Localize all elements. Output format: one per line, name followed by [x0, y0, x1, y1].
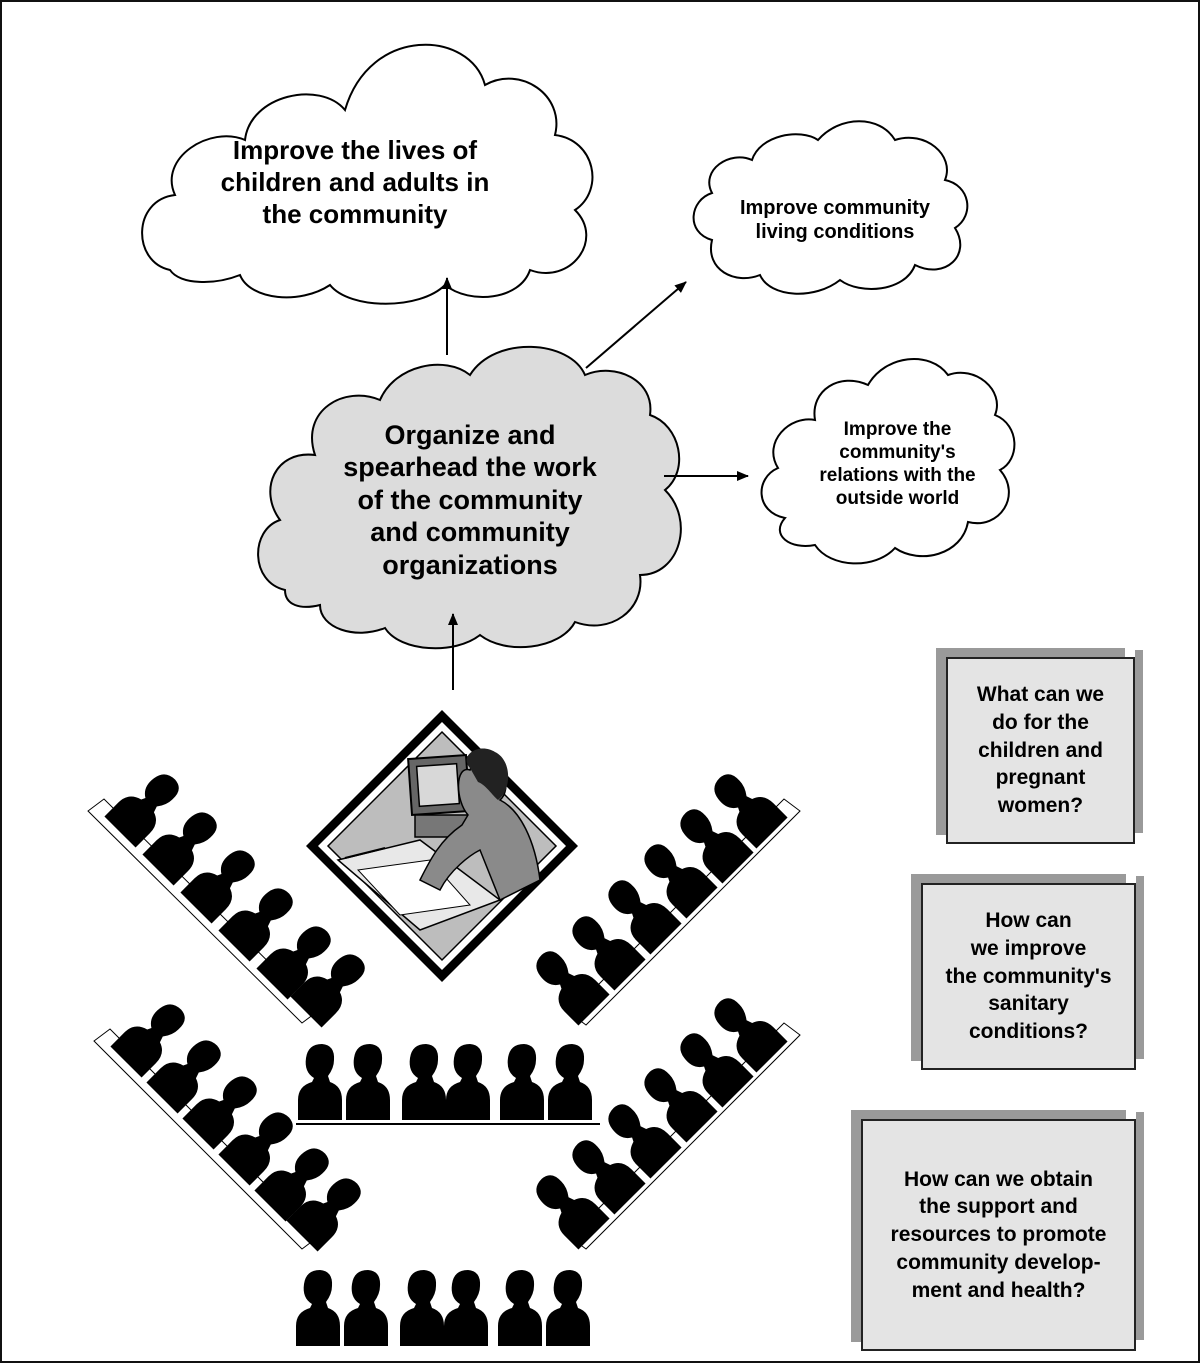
question-sanitary-text: How can we improve the community's sanit…: [945, 909, 1112, 1044]
question-support-text: How can we obtain the support and resour…: [890, 1167, 1107, 1302]
audience-upper-right: [524, 763, 801, 1026]
audience-upper-left: [87, 762, 376, 1028]
arrow-to-living: [585, 281, 687, 369]
cloud-relations: [760, 358, 1016, 565]
cloud-relations-text: Improve the community's relations with t…: [819, 419, 976, 509]
question-box-support: How can we obtain the support and resour…: [861, 1112, 1144, 1351]
cloud-lives: [141, 43, 594, 305]
question-box-children: What can we do for the children and preg…: [946, 650, 1143, 844]
audience-middle-row: [296, 1044, 600, 1125]
cloud-organize-text: Organize and spearhead the work of the c…: [343, 420, 597, 580]
cloud-lives-text: Improve the lives of children and adults…: [220, 135, 490, 229]
woman-at-desk-illustration: [306, 710, 578, 982]
audience-lower-left: [93, 992, 372, 1252]
question-box-sanitary: How can we improve the community's sanit…: [921, 876, 1144, 1070]
audience-bottom-row: [296, 1270, 590, 1346]
question-children-text: What can we do for the children and preg…: [976, 683, 1105, 818]
cloud-organize: [257, 345, 682, 650]
cloud-living-text: Improve community living conditions: [739, 196, 931, 243]
cloud-living: [692, 120, 969, 295]
audience-lower-right: [524, 987, 801, 1250]
